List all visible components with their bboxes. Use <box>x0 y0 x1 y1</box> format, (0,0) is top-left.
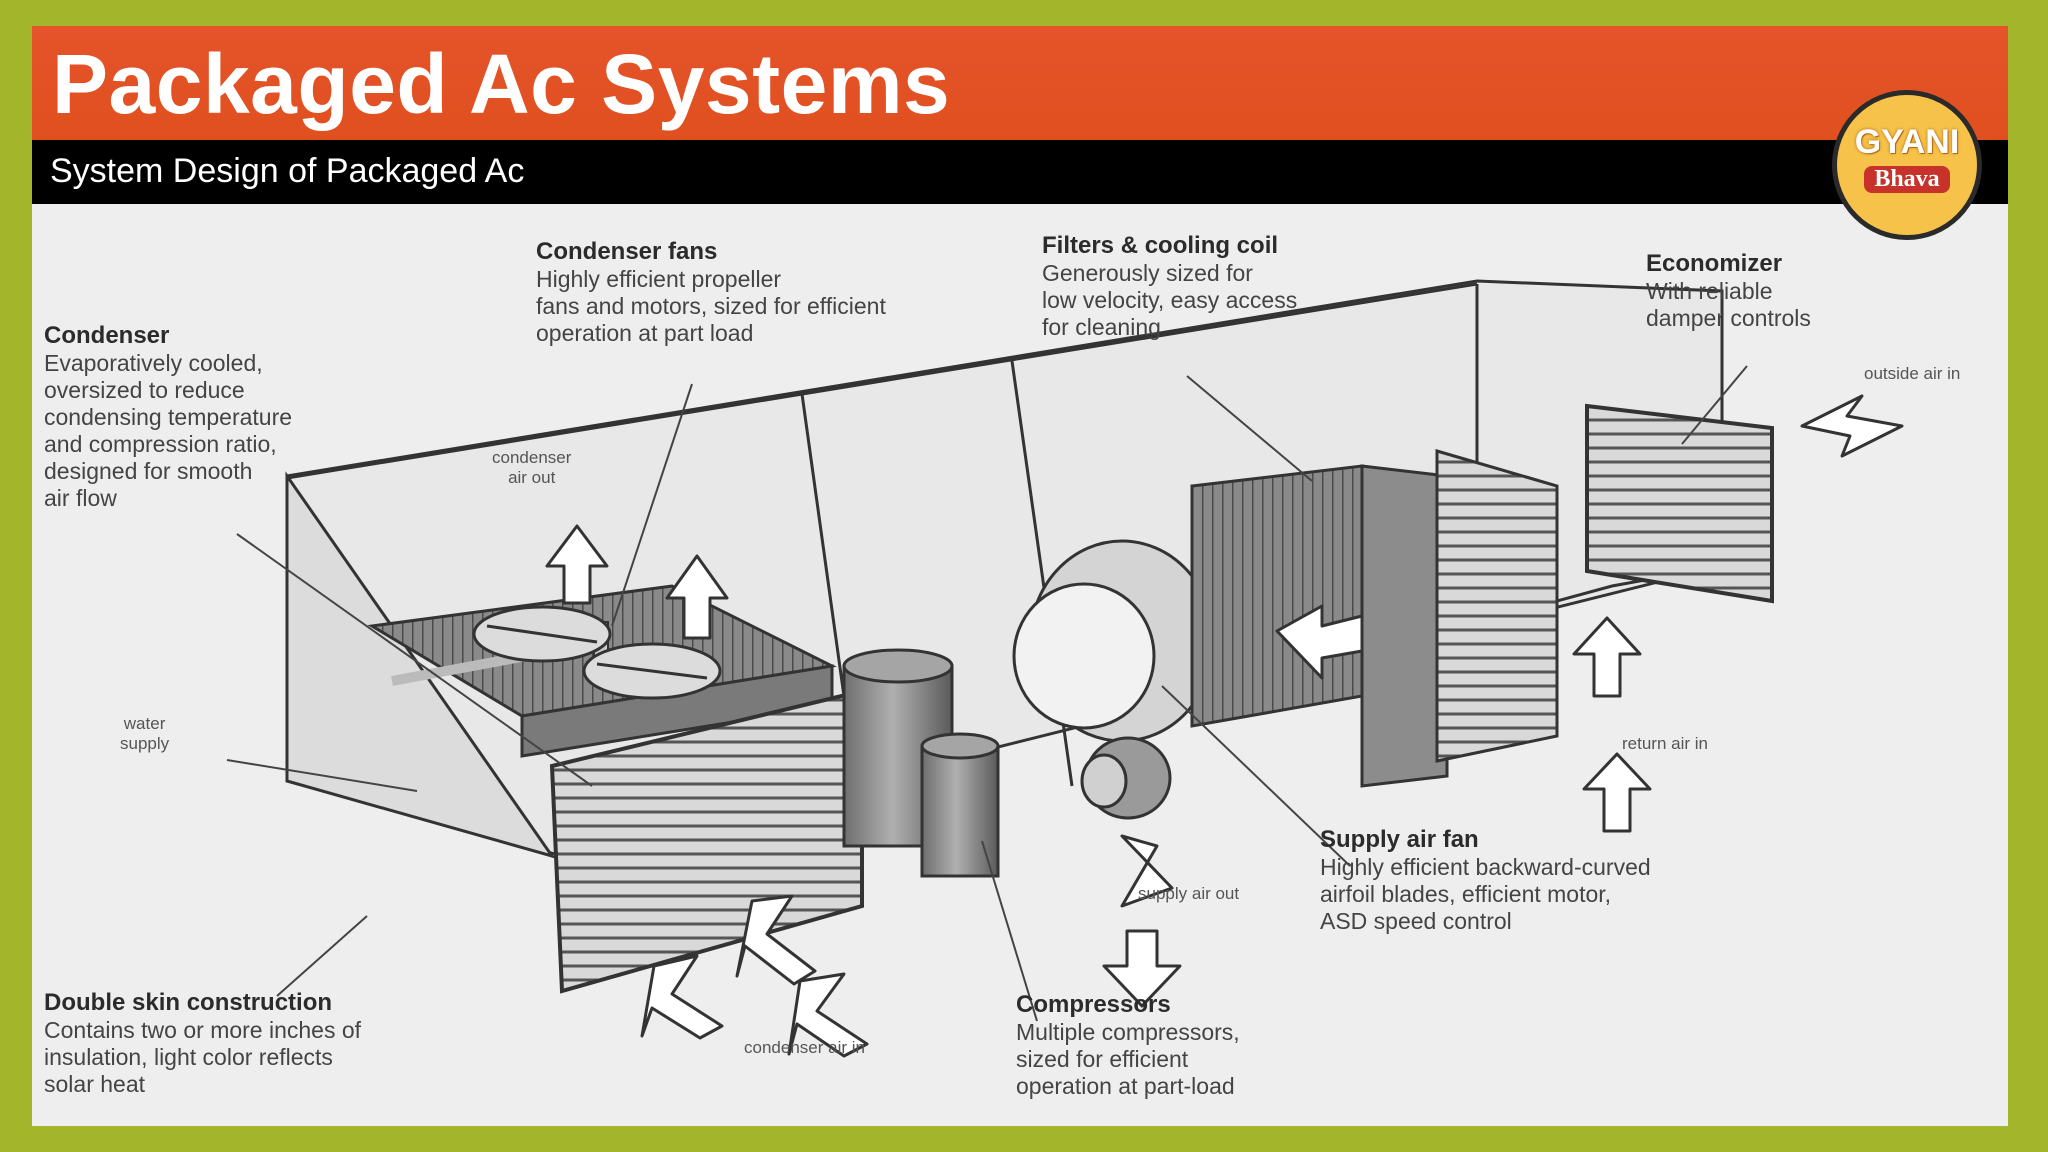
fan-motor-face <box>1080 753 1128 809</box>
leader-lines <box>226 365 1748 1022</box>
label-supply-fan: Supply air fan Highly efficient backward… <box>1320 826 1651 935</box>
leader-double-skin <box>276 915 368 997</box>
arrow-to-fan <box>1275 604 1364 680</box>
label-condenser: Condenser Evaporatively cooled, oversize… <box>44 322 292 512</box>
condenser-desc: Evaporatively cooled, oversized to reduc… <box>44 350 293 511</box>
compressors-drawing <box>842 648 1000 878</box>
economizer-desc: With reliable damper controls <box>1646 278 1811 331</box>
arrow-economizer-up <box>1572 616 1642 698</box>
gyani-bhava-logo: GYANI Bhava <box>1832 90 1982 240</box>
page-title: Packaged Ac Systems <box>52 37 951 131</box>
flow-condenser-air-in: condenser air in <box>744 1038 865 1057</box>
filter-rack <box>1435 449 1559 763</box>
fan-1-blade <box>486 624 598 644</box>
compressor-2-top <box>920 732 1000 760</box>
leader-supply-fan <box>1161 685 1351 867</box>
leader-water <box>226 759 418 792</box>
arrow-supply-out <box>1102 929 1182 1008</box>
condenser-title: Condenser <box>44 322 170 349</box>
leader-economizer <box>1681 365 1748 445</box>
housing-top-edge <box>286 282 1478 480</box>
packaged-ac-diagram <box>226 279 1904 1058</box>
arrow-return-up <box>1582 752 1652 833</box>
flow-water-supply: water supply <box>120 714 170 753</box>
condenser-fans-title: Condenser fans <box>536 238 718 265</box>
label-economizer: Economizer With reliable damper controls <box>1646 250 1811 332</box>
arrow-supply-chevron <box>1120 834 1174 908</box>
flow-return-air-in: return air in <box>1622 734 1708 753</box>
leader-condenser-fans <box>611 383 693 627</box>
fan-wheel <box>1012 582 1156 730</box>
economizer-damper <box>1585 403 1774 604</box>
label-condenser-fans: Condenser fans Highly efficient propelle… <box>536 238 886 347</box>
double-skin-desc: Contains two or more inches of insulatio… <box>44 1017 362 1097</box>
label-double-skin: Double skin construction Contains two or… <box>44 989 361 1098</box>
leader-filters <box>1186 375 1313 482</box>
label-compressors: Compressors Multiple compressors, sized … <box>1016 991 1240 1100</box>
fan-2-blade <box>596 662 708 680</box>
supply-fan-desc: Highly efficient backward-curved airfoil… <box>1320 854 1651 934</box>
flow-supply-air-out: supply air out <box>1138 884 1240 903</box>
arrow-outside-in <box>1800 394 1904 458</box>
coil-frame <box>1360 464 1449 788</box>
cooling-coil <box>1190 464 1364 728</box>
compressors-desc: Multiple compressors, sized for efficien… <box>1016 1019 1240 1099</box>
arrow-condenser-out-1 <box>545 524 609 605</box>
leader-condenser <box>236 533 593 787</box>
arrow-condenser-out-2 <box>665 554 729 640</box>
compressor-1-top <box>842 648 954 684</box>
condenser-fans <box>472 605 722 700</box>
filter-cooling-coil <box>1190 449 1559 788</box>
condenser-louver <box>549 688 864 994</box>
filters-coil-title: Filters & cooling coil <box>1042 232 1279 259</box>
flow-outside-air-in: outside air in <box>1864 364 1961 383</box>
subtitle-bar: System Design of Packaged Ac <box>32 140 2008 204</box>
logo-text-top: GYANI <box>1854 123 1960 161</box>
slide: Packaged Ac Systems System Design of Pac… <box>32 26 2008 1126</box>
arrow-condenser-in-3 <box>787 972 869 1058</box>
page-subtitle: System Design of Packaged Ac <box>50 152 525 190</box>
title-bar: Packaged Ac Systems <box>32 26 2008 140</box>
condenser-fans-desc: Highly efficient propeller fans and moto… <box>536 266 886 346</box>
logo-text-bottom: Bhava <box>1864 166 1950 193</box>
compressors-title: Compressors <box>1016 991 1171 1018</box>
housing-left-panel <box>285 471 556 859</box>
leader-compressors <box>981 840 1038 1022</box>
flow-arrows <box>545 394 1904 1058</box>
filters-coil-desc: Generously sized for low velocity, easy … <box>1042 260 1298 340</box>
double-skin-title: Double skin construction <box>44 989 333 1016</box>
flow-condenser-air-out: condenser air out <box>492 448 572 487</box>
supply-fan-title: Supply air fan <box>1320 826 1479 853</box>
label-filters-coil: Filters & cooling coil Generously sized … <box>1042 232 1297 341</box>
economizer-title: Economizer <box>1646 250 1783 277</box>
arrow-condenser-in-1 <box>735 894 817 986</box>
arrow-condenser-in-2 <box>640 954 724 1040</box>
